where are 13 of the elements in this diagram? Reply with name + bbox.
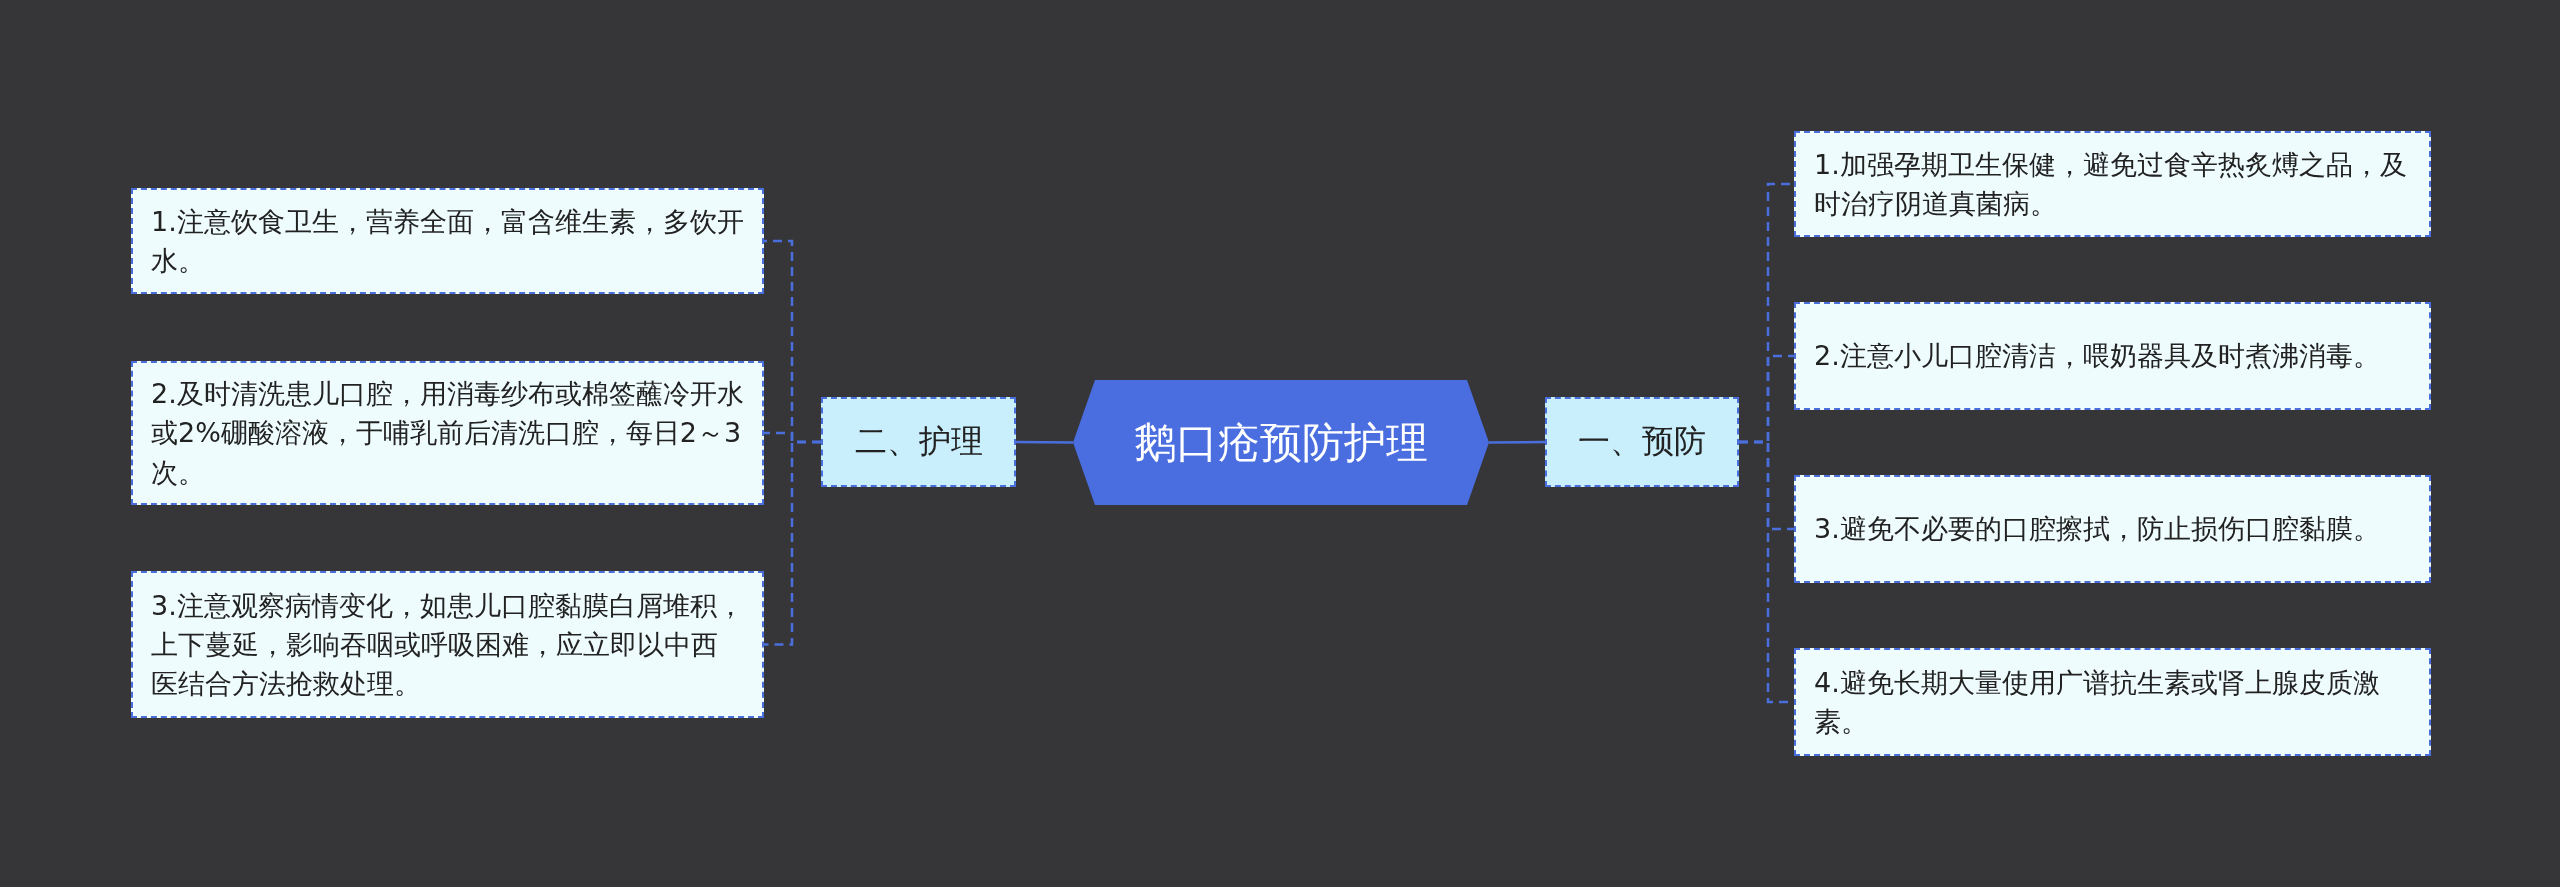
topic-box: 2.及时清洗患儿口腔，用消毒纱布或棉签蘸冷开水或2%硼酸溶液，于哺乳前后清洗口腔，每日2～3次。 [131, 361, 764, 505]
branch-box: 二、护理 [821, 397, 1016, 487]
connector-line [764, 440, 821, 646]
branch-box: 一、预防 [1545, 397, 1739, 487]
topic-box: 1.加强孕期卫生保健，避免过食辛热炙煿之品，及时治疗阴道真菌病。 [1794, 131, 2431, 237]
topic-box: 2.注意小儿口腔清洁，喂奶器具及时煮沸消毒。 [1794, 302, 2431, 410]
topic-box: 4.避免长期大量使用广谱抗生素或肾上腺皮质激素。 [1794, 648, 2431, 756]
topic-box: 1.注意饮食卫生，营养全面，富含维生素，多饮开水。 [131, 188, 764, 294]
connector-line [1016, 440, 1073, 444]
topic-box: 3.避免不必要的口腔擦拭，防止损伤口腔黏膜。 [1794, 475, 2431, 583]
topic-box: 3.注意观察病情变化，如患儿口腔黏膜白屑堆积，上下蔓延，影响吞咽或呼吸困难，应立即以中西医结合方法抢救处理。 [131, 571, 764, 718]
topic-title: 鹅口疮预防护理 [1134, 416, 1428, 469]
connector-line [1489, 440, 1545, 444]
